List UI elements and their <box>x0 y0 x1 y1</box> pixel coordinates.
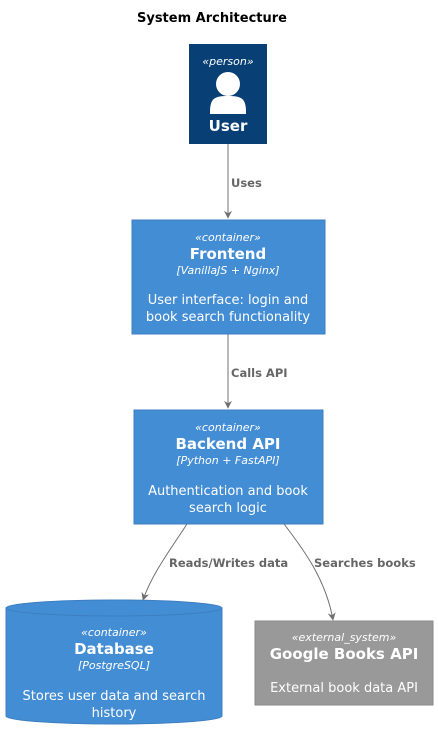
user-stereotype: «person» <box>202 55 253 68</box>
node-google-books-api[interactable]: «external_system» Google Books API Exter… <box>254 620 434 706</box>
database-description-line-2: history <box>92 706 137 721</box>
google-books-stereotype: «external_system» <box>292 631 397 644</box>
backend-description-line-2: search logic <box>189 501 267 516</box>
backend-box <box>133 409 324 525</box>
database-stereotype: «container» <box>81 626 147 639</box>
frontend-stereotype: «container» <box>195 231 261 244</box>
node-frontend[interactable]: «container» Frontend [VanillaJS + Nginx]… <box>131 219 326 335</box>
edge-uses: Uses <box>224 144 262 219</box>
edge-uses-label: Uses <box>231 176 262 190</box>
edge-reads-writes-line <box>141 523 188 601</box>
diagram-title: System Architecture <box>137 11 287 26</box>
database-name: Database <box>74 640 154 658</box>
google-books-box <box>254 620 434 706</box>
edge-calls-api-label: Calls API <box>231 366 288 380</box>
frontend-technology: [VanillaJS + Nginx] <box>176 264 279 277</box>
frontend-name: Frontend <box>190 245 266 263</box>
backend-name: Backend API <box>175 435 280 453</box>
google-books-name: Google Books API <box>270 645 419 663</box>
person-icon <box>210 72 246 114</box>
user-name: User <box>209 117 248 135</box>
node-user[interactable]: «person» User <box>189 44 267 144</box>
edge-calls-api: Calls API <box>224 334 288 409</box>
frontend-description-line-2: book search functionality <box>146 310 311 325</box>
edge-reads-writes: Reads/Writes data <box>141 523 288 601</box>
frontend-box <box>131 219 326 335</box>
google-books-description: External book data API <box>270 681 418 696</box>
database-description-line-1: Stores user data and search <box>23 689 206 704</box>
edge-searches-books-line <box>283 523 336 621</box>
backend-technology: [Python + FastAPI] <box>176 454 279 467</box>
frontend-description-line-1: User interface: login and <box>148 293 309 308</box>
backend-stereotype: «container» <box>195 421 261 434</box>
node-backend[interactable]: «container» Backend API [Python + FastAP… <box>133 409 324 525</box>
edge-searches-books-label: Searches books <box>314 556 416 570</box>
edge-searches-books: Searches books <box>283 523 416 621</box>
database-cylinder-rim <box>5 607 223 617</box>
database-cylinder-body <box>5 599 223 725</box>
edge-reads-writes-label: Reads/Writes data <box>169 556 288 570</box>
node-database[interactable]: «container» Database [PostgreSQL] Stores… <box>5 599 223 725</box>
database-technology: [PostgreSQL] <box>78 659 150 672</box>
backend-description-line-1: Authentication and book <box>148 484 308 499</box>
